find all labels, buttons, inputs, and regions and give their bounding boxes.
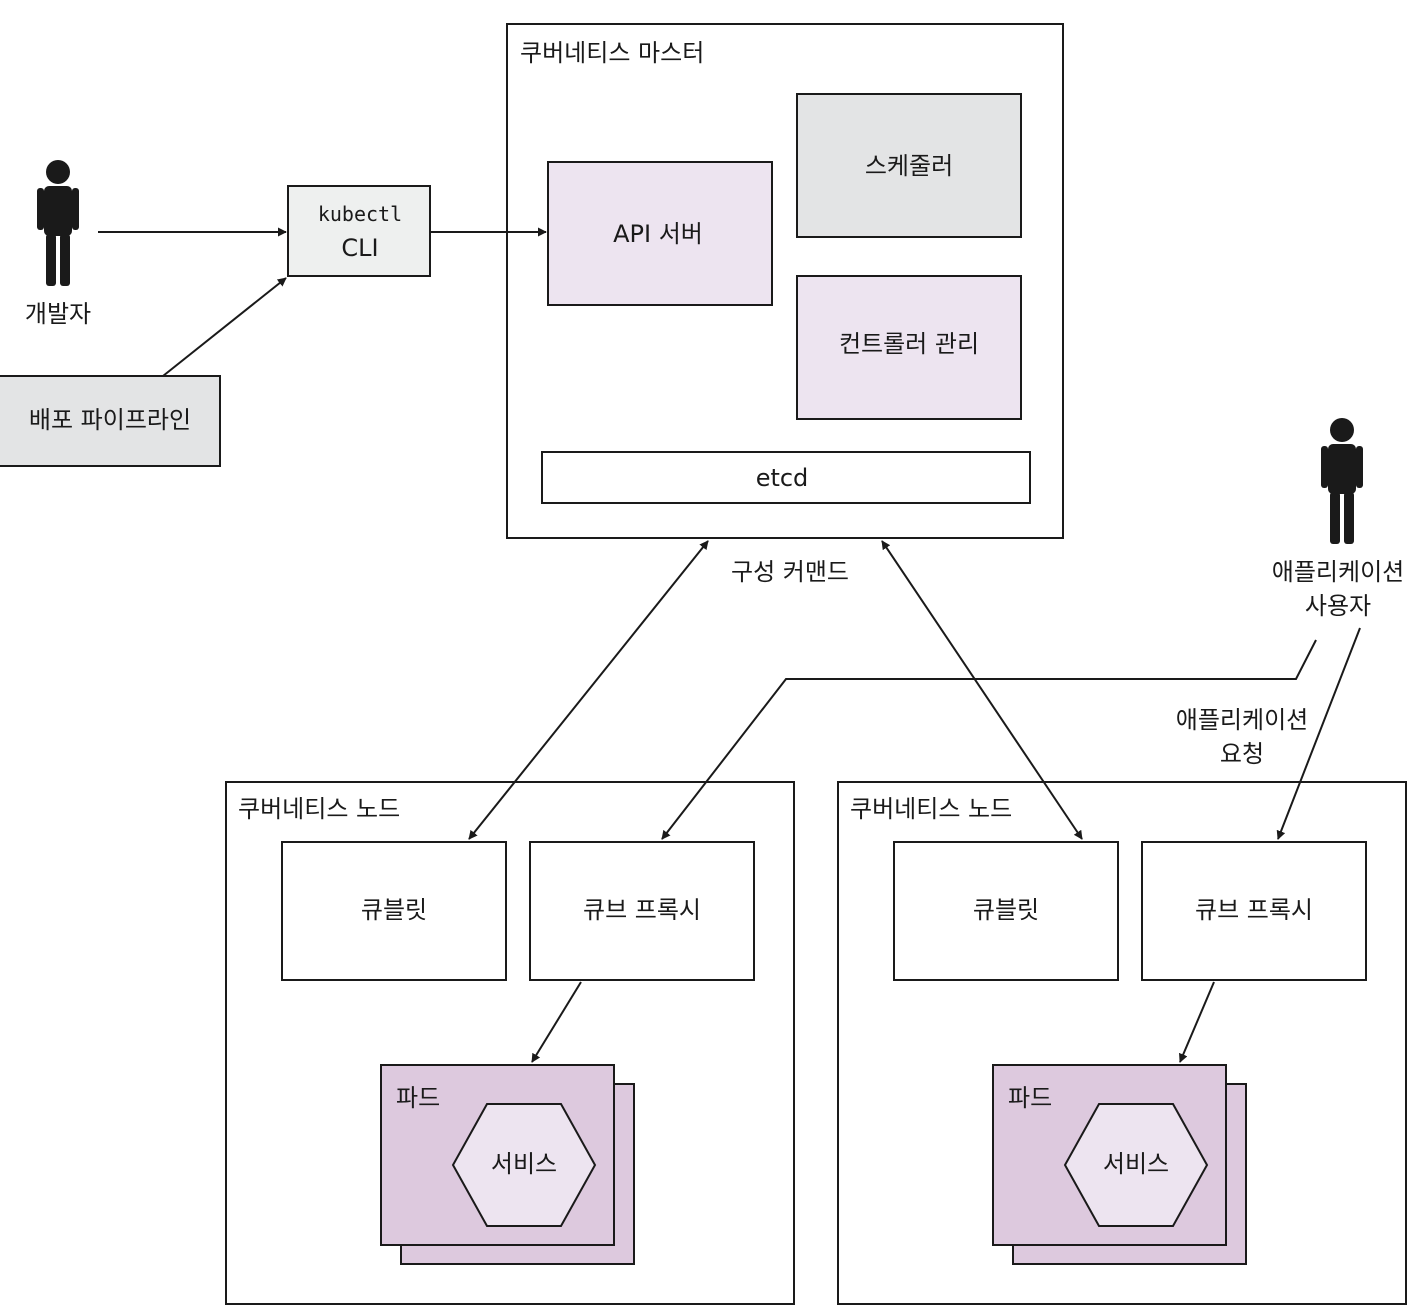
master-node2-kubelet-arrow bbox=[881, 540, 1083, 840]
kubelet-box bbox=[893, 841, 1119, 981]
pod-label: 파드 bbox=[1008, 1084, 1052, 1112]
kube-proxy-box bbox=[1141, 841, 1367, 981]
node2-proxy-to-pod-arrow bbox=[1179, 981, 1215, 1063]
cli-label: CLI bbox=[341, 234, 378, 262]
app-user-icon bbox=[1321, 418, 1363, 544]
app-user-to-node2-proxy-arrow bbox=[1276, 627, 1361, 840]
service-hexagon bbox=[1063, 1103, 1209, 1227]
api-server-box bbox=[547, 161, 773, 306]
scheduler-box bbox=[796, 93, 1022, 238]
service-label: 서비스 bbox=[1103, 1150, 1169, 1178]
kubelet-box bbox=[281, 841, 507, 981]
pipeline-label: 배포 파이프라인 bbox=[29, 406, 191, 434]
etcd-label: etcd bbox=[756, 464, 809, 492]
controller-manager-label: 컨트롤러 관리 bbox=[839, 330, 979, 358]
node-title: 쿠버네티스 노드 bbox=[238, 795, 400, 823]
controller-manager-box bbox=[796, 275, 1022, 420]
app-request-label-line1: 애플리케이션 bbox=[1176, 706, 1308, 734]
api-server-label: API 서버 bbox=[613, 220, 703, 248]
node1-proxy-to-pod-arrow bbox=[531, 981, 582, 1063]
app-user-to-node1-proxy-arrow bbox=[661, 639, 1317, 840]
pod-label: 파드 bbox=[396, 1084, 440, 1112]
config-command-label: 구성 커맨드 bbox=[731, 558, 849, 586]
app-request-label-line2: 요청 bbox=[1220, 740, 1264, 768]
pipeline-to-kubectl-arrow bbox=[162, 277, 287, 377]
kube-proxy-label: 큐브 프록시 bbox=[583, 896, 701, 924]
kubelet-label: 큐블릿 bbox=[361, 896, 427, 924]
scheduler-label: 스케줄러 bbox=[865, 152, 953, 180]
kubectl-box bbox=[287, 185, 431, 277]
app-user-label-line1: 애플리케이션 bbox=[1272, 558, 1404, 586]
service-label: 서비스 bbox=[491, 1150, 557, 1178]
kubelet-label: 큐블릿 bbox=[973, 896, 1039, 924]
etcd-box bbox=[541, 451, 1031, 504]
service-hexagon bbox=[451, 1103, 597, 1227]
app-user-label-line2: 사용자 bbox=[1305, 592, 1371, 620]
kube-proxy-box bbox=[529, 841, 755, 981]
pipeline-box bbox=[0, 375, 221, 467]
node-title: 쿠버네티스 노드 bbox=[850, 795, 1012, 823]
master-node1-kubelet-arrow bbox=[468, 540, 709, 840]
kubectl-label: kubectl bbox=[318, 202, 402, 226]
developer-label: 개발자 bbox=[25, 300, 91, 328]
kube-proxy-label: 큐브 프록시 bbox=[1195, 896, 1313, 924]
master-title: 쿠버네티스 마스터 bbox=[520, 39, 704, 67]
developer-icon bbox=[37, 160, 79, 286]
